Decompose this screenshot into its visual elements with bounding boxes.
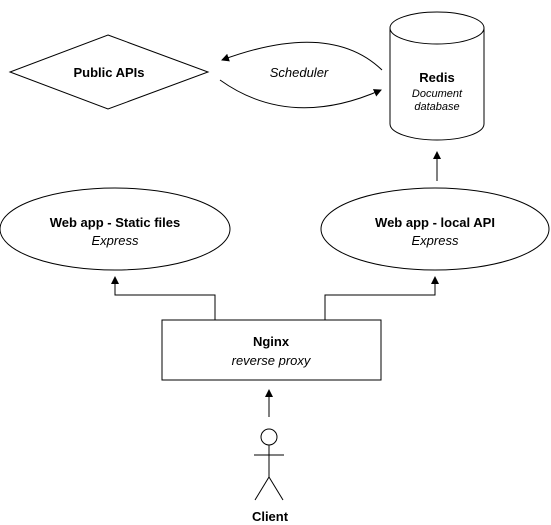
scheduler-label: Scheduler: [270, 65, 329, 80]
client-actor: Client: [252, 428, 289, 524]
redis-title: Redis: [419, 70, 454, 85]
web-static-title: Web app - Static files: [50, 215, 181, 230]
stick-figure-icon: [254, 428, 284, 501]
web-api-node: Web app - local API Express: [320, 187, 550, 271]
nginx-node: Nginx reverse proxy: [161, 319, 382, 381]
public-apis-title: Public APIs: [73, 65, 144, 80]
redis-cylinder-top: [389, 11, 485, 45]
web-static-subtitle: Express: [92, 233, 139, 248]
arrow-nginx-to-web-static: [111, 276, 216, 320]
nginx-rect: [161, 319, 382, 381]
scheduler-arrow-to-redis: [219, 79, 382, 109]
redis-cylinder-body: [389, 28, 485, 141]
nginx-title: Nginx: [253, 334, 290, 349]
web-api-subtitle: Express: [412, 233, 459, 248]
web-static-ellipse: [0, 187, 231, 271]
scheduler-edge: Scheduler: [219, 41, 383, 109]
web-api-ellipse: [320, 187, 550, 271]
scheduler-arrow-to-public-apis: [221, 41, 383, 71]
client-title: Client: [252, 509, 289, 524]
arrow-nginx-to-web-api: [324, 276, 439, 320]
public-apis-diamond: [8, 34, 210, 110]
web-static-node: Web app - Static files Express: [0, 187, 231, 271]
public-apis-node: Public APIs: [8, 34, 210, 110]
web-api-title: Web app - local API: [375, 215, 495, 230]
redis-node: Redis Document database: [389, 11, 485, 141]
redis-subtitle-line1: Document: [412, 88, 463, 100]
nginx-subtitle: reverse proxy: [232, 353, 312, 368]
redis-subtitle-line2: database: [414, 101, 459, 113]
